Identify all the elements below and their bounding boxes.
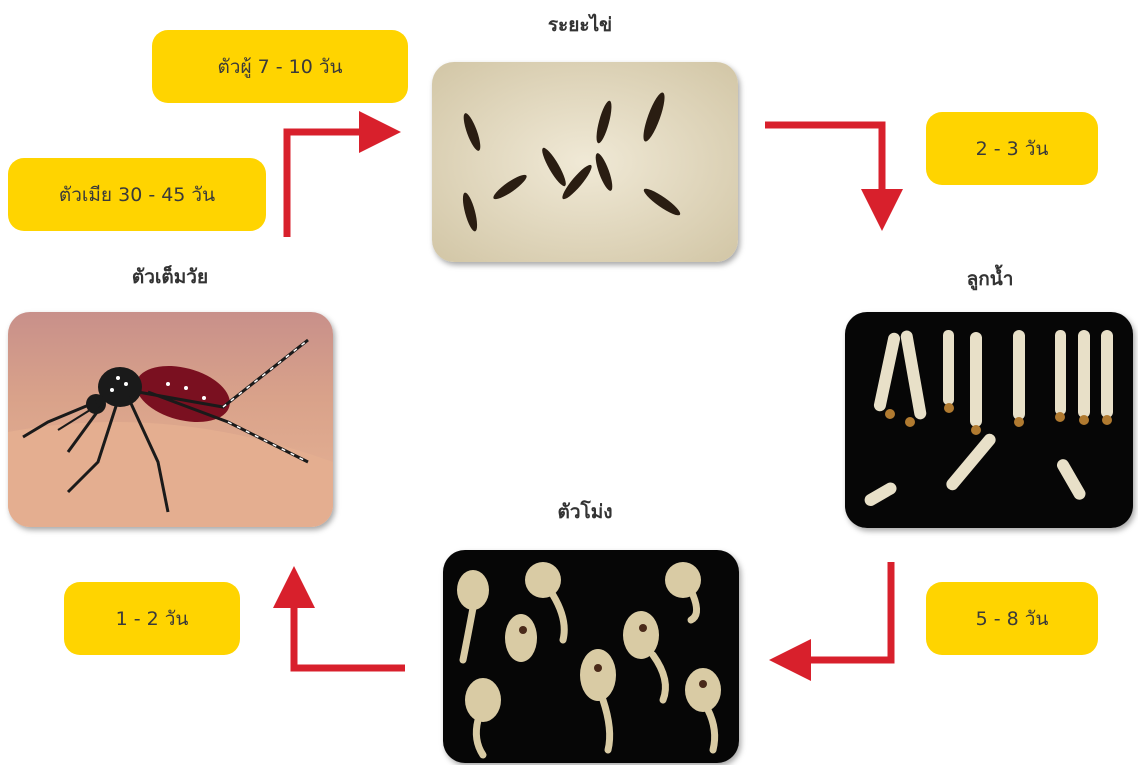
arrow-pupa-to-adult	[294, 587, 405, 668]
adult-photo	[8, 312, 333, 527]
arrow-egg-to-larva	[765, 125, 882, 210]
duration-female-lifespan: ตัวเมีย 30 - 45 วัน	[8, 158, 266, 231]
egg-photo	[432, 62, 738, 262]
stage-title-larva: ลูกน้ำ	[940, 264, 1040, 294]
duration-egg-to-larva: 2 - 3 วัน	[926, 112, 1098, 185]
duration-male-lifespan: ตัวผู้ 7 - 10 วัน	[152, 30, 408, 103]
larva-photo	[845, 312, 1133, 528]
duration-pupa-to-adult: 1 - 2 วัน	[64, 582, 240, 655]
pupa-photo	[443, 550, 739, 763]
arrow-adult-to-egg	[287, 132, 380, 237]
stage-title-egg: ระยะไข่	[520, 10, 640, 40]
arrow-larva-to-pupa	[790, 562, 891, 660]
duration-larva-to-pupa: 5 - 8 วัน	[926, 582, 1098, 655]
stage-title-adult: ตัวเต็มวัย	[105, 262, 235, 292]
stage-title-pupa: ตัวโม่ง	[525, 497, 645, 527]
